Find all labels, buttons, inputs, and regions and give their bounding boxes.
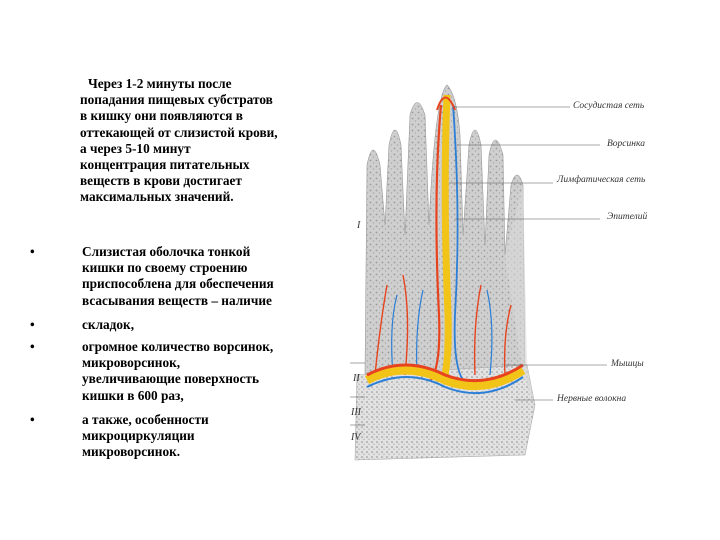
bullet-line: кишки в 600 раз, <box>82 387 184 403</box>
bullet-item: • а также, особенности микроциркуляции м… <box>28 412 348 461</box>
intro-line: максимальных значений. <box>80 189 234 205</box>
bullet-marker: • <box>30 339 35 355</box>
intro-line: в кишку они появляются в <box>80 108 243 124</box>
artery-plexus <box>366 363 524 383</box>
vein-plexus <box>366 376 524 395</box>
villi-illustration <box>350 84 607 461</box>
layer-label-iv: IV <box>351 432 361 443</box>
vein-vessel <box>452 104 464 381</box>
bullet-item: • складок, <box>28 317 348 333</box>
bullet-line: складок, <box>82 316 135 332</box>
intestinal-villi-diagram: Сосудистая сеть Ворсинка Лимфатическая с… <box>345 75 675 470</box>
layer-label-iii: III <box>351 407 361 418</box>
layer-label-i: I <box>357 220 361 231</box>
bullet-line: микроворсинок, <box>82 355 181 371</box>
bullet-marker: • <box>30 244 35 259</box>
label-connective: Нервные волокна <box>557 394 627 404</box>
label-muscle: Мышцы <box>611 359 644 369</box>
submucosa-layer <box>354 364 536 461</box>
capillary <box>402 274 409 376</box>
capillary <box>486 289 493 376</box>
intro-line: Через 1-2 минуты после <box>88 76 232 91</box>
label-lymph-network: Лимфатическая сеть <box>557 175 646 185</box>
intro-line: оттекающей от слизистой крови, <box>80 124 278 140</box>
intro-line: концентрация питательных <box>80 157 250 173</box>
intro-line: веществ в крови достигает <box>80 173 242 189</box>
intro-paragraph: Через 1-2 минуты после попадания пищевых… <box>80 76 342 206</box>
bullet-line: огромное количество ворсинок, <box>82 339 274 355</box>
layer-label-ii: II <box>353 373 360 384</box>
bullet-line: всасывания веществ – наличие <box>82 292 272 308</box>
capillary <box>374 284 388 376</box>
side-tissue <box>505 185 535 405</box>
intro-line: а через 5-10 минут <box>80 140 191 156</box>
bullet-line: приспособлена для обеспечения <box>82 276 274 292</box>
bullet-list: • Слизистая оболочка тонкой кишки по сво… <box>28 244 348 460</box>
label-vascular-network: Сосудистая сеть <box>573 101 645 111</box>
intro-line: попадания пищевых субстратов <box>80 92 273 108</box>
bullet-item: • огромное количество ворсинок, микровор… <box>28 339 348 404</box>
bullet-marker: • <box>30 316 35 332</box>
bullet-item: • Слизистая оболочка тонкой кишки по сво… <box>28 244 348 309</box>
capillary <box>473 284 482 376</box>
lymph-plexus <box>364 365 526 391</box>
bullet-line: а также, особенности <box>82 411 209 427</box>
artery-vessel <box>436 96 456 111</box>
bullet-line: микроциркуляции <box>82 428 195 444</box>
bullet-line: микроворсинок. <box>82 444 181 460</box>
label-epithelium: Эпителий <box>607 212 648 222</box>
artery-vessel <box>430 104 443 381</box>
bullet-marker: • <box>30 411 35 427</box>
bullet-line: увеличивающие поверхность <box>82 371 259 387</box>
capillary <box>503 304 512 376</box>
bullet-line: кишки по своему строению <box>82 260 248 276</box>
lymph-vessel <box>441 94 452 376</box>
label-villus: Ворсинка <box>607 139 645 149</box>
bullet-line: Слизистая оболочка тонкой <box>82 244 251 259</box>
